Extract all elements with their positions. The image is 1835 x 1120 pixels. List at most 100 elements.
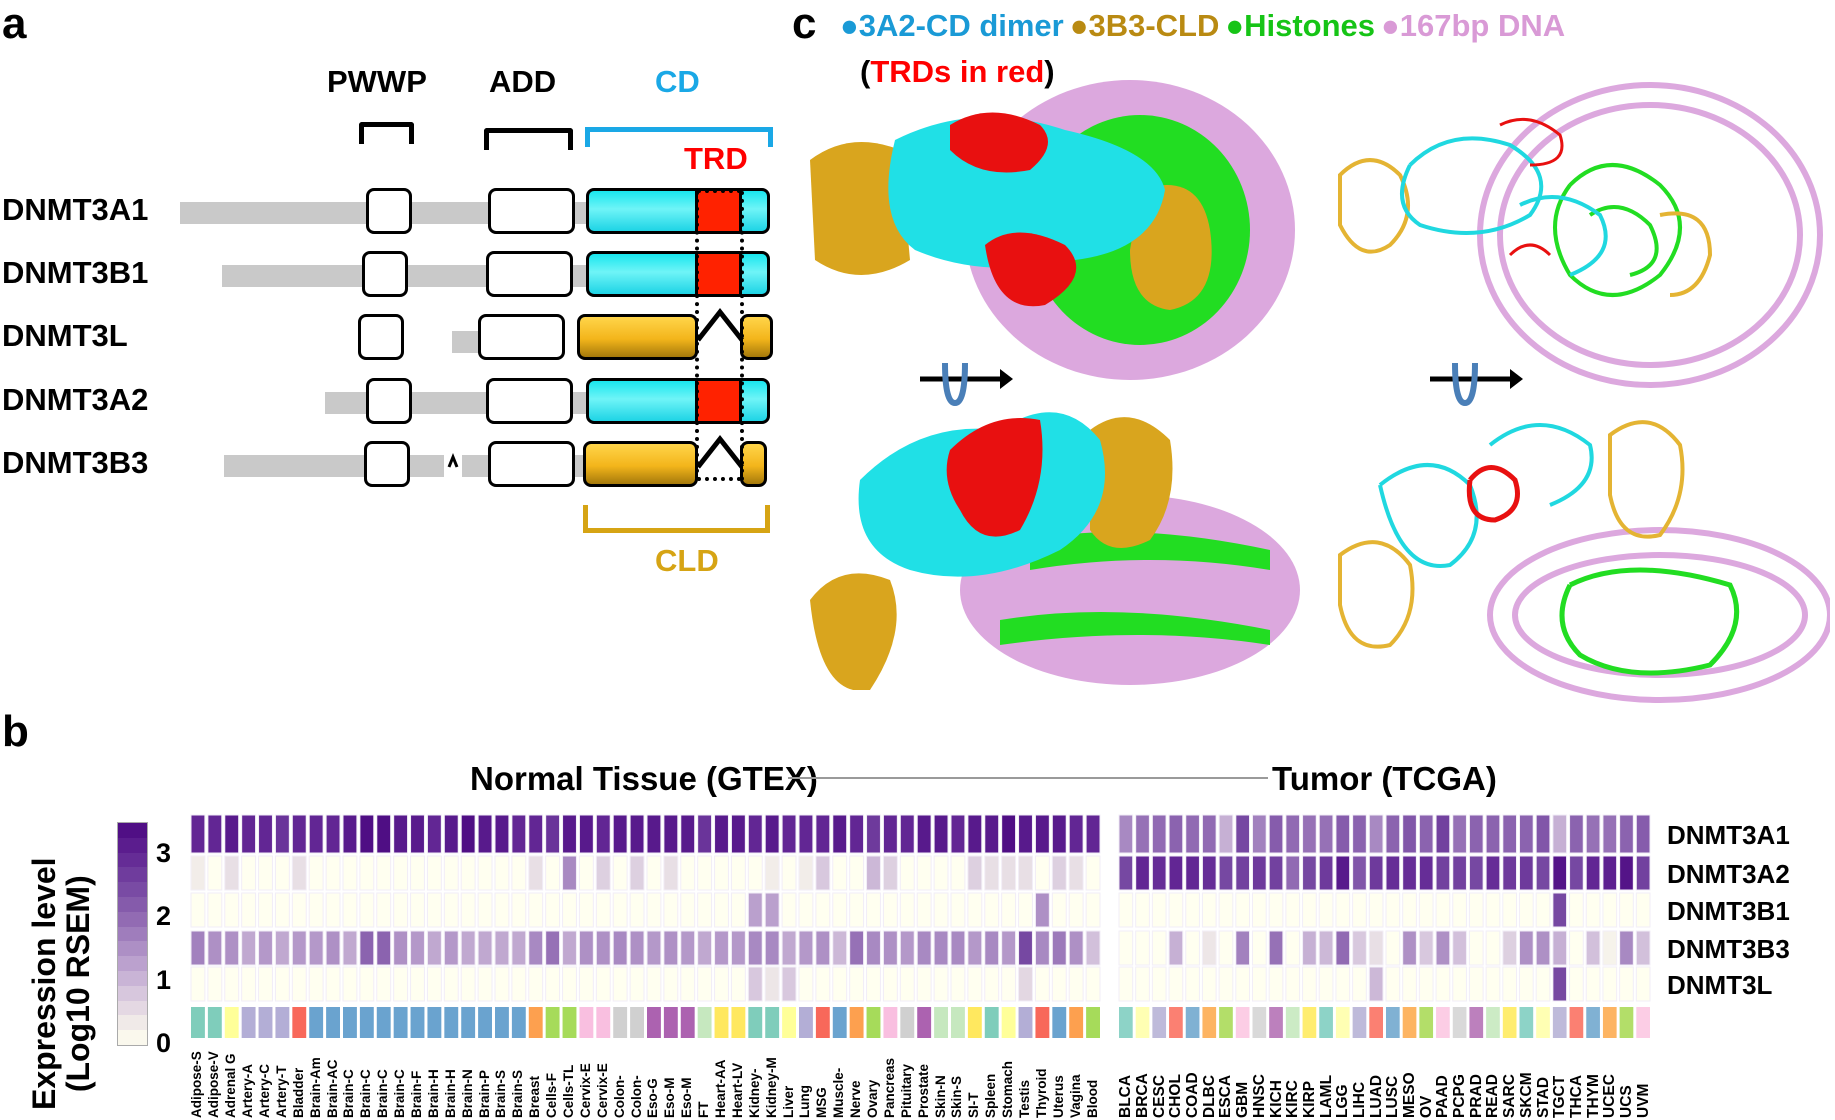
heatmap-cell-gtex — [832, 814, 848, 854]
heatmap-cell-tcga — [1619, 966, 1634, 1002]
cld-surface-left — [810, 573, 897, 690]
heatmap-cell-tcga — [1502, 814, 1517, 854]
heatmap-cell-gtex — [274, 855, 290, 891]
heatmap-cell-gtex — [325, 855, 341, 891]
heatmap-cell-tcga — [1118, 892, 1134, 928]
heatmap-cell-gtex — [663, 930, 679, 966]
heatmap-cell-gtex — [494, 814, 510, 854]
heatmap-cell-gtex — [967, 892, 983, 928]
x-tick-label-gtex: Brain-C — [342, 1069, 356, 1118]
heatmap-cell-gtex — [511, 814, 527, 854]
heatmap-cell-gtex — [967, 930, 983, 966]
heatmap-cell-gtex — [393, 855, 409, 891]
heatmap-cell-tcga — [1318, 814, 1334, 854]
heatmap-cell-gtex — [274, 966, 290, 1002]
pwwp-domain — [358, 314, 404, 360]
heatmap-cell-gtex — [528, 855, 544, 891]
heatmap-cell-gtex — [1051, 814, 1067, 854]
heatmap-cell-gtex — [511, 930, 527, 966]
heatmap-cell-tcga — [1352, 892, 1367, 928]
heatmap-cell-gtex — [663, 892, 679, 928]
heatmap-cell-tcga — [1352, 855, 1367, 891]
heatmap-cell-gtex — [646, 930, 662, 966]
cld-domain-part2 — [740, 441, 767, 487]
x-tick-label-gtex: Ovary — [866, 1079, 880, 1118]
heatmap-cell-gtex — [1085, 930, 1101, 966]
x-tick-label-gtex: SI-T — [967, 1092, 981, 1119]
heatmap-cell-tcga — [1135, 814, 1150, 854]
heatmap-cell-gtex — [663, 814, 679, 854]
heatmap-cell-gtex — [1085, 892, 1101, 928]
x-tick-label-gtex: Adipose-V — [207, 1051, 221, 1118]
x-tick-label-tcga: LGG — [1335, 1084, 1351, 1118]
heatmap-cell-gtex — [291, 814, 307, 854]
heatmap-cell-tcga — [1118, 930, 1134, 966]
protein-label: DNMT3L — [2, 318, 128, 353]
heatmap-cell-tcga — [1452, 930, 1467, 966]
pwwp-bracket — [359, 122, 414, 144]
trd-ribbon — [1466, 465, 1520, 523]
heatmap-cell-tcga — [1218, 966, 1234, 1002]
heatmap-cell-gtex — [562, 930, 577, 966]
x-tick-label-tcga: UVM — [1635, 1083, 1652, 1118]
cd-ribbon — [1378, 423, 1594, 568]
heatmap-cell-tcga — [1435, 892, 1451, 928]
heatmap-cell-tcga — [1168, 855, 1184, 891]
heatmap-cell-gtex — [1001, 966, 1017, 1002]
heatmap-cell-tcga — [1569, 892, 1584, 928]
heatmap-title-gtex: Normal Tissue (GTEX) — [470, 760, 818, 797]
tissue-group-swatch-tcga — [1235, 1007, 1250, 1038]
row-label: DNMT3L — [1667, 970, 1773, 1000]
heatmap-cell-tcga — [1385, 966, 1401, 1002]
heatmap-cell-gtex — [494, 892, 510, 928]
pwwp-domain — [362, 251, 408, 297]
heatmap-cell-tcga — [1135, 966, 1150, 1002]
add-domain — [486, 378, 573, 424]
colorbar-tick-label: 3 — [156, 837, 172, 868]
tissue-group-swatch-tcga — [1335, 1007, 1350, 1038]
trd-surface — [946, 418, 1043, 537]
tissue-group-swatch-tcga — [1269, 1007, 1283, 1038]
heatmap-cell-gtex — [629, 855, 645, 891]
heatmap-cell-gtex — [443, 814, 459, 854]
heatmap-cell-gtex — [393, 966, 409, 1002]
heatmap-cell-gtex — [443, 966, 459, 1002]
heatmap-cell-tcga — [1485, 855, 1501, 891]
x-tick-label-gtex: Brain-P — [477, 1069, 492, 1118]
tissue-group-swatch-gtex — [647, 1007, 661, 1038]
heatmap-cell-gtex — [764, 930, 780, 966]
x-tick-label-gtex: Heart-AA — [714, 1059, 728, 1118]
heatmap-cell-gtex — [258, 855, 273, 891]
legend-label: 167bp DNA — [1399, 8, 1566, 43]
heatmap-cell-tcga — [1218, 930, 1234, 966]
x-tick-label-gtex: Breast — [528, 1075, 542, 1118]
colorbar-segment — [118, 882, 147, 897]
heatmap-cell-gtex — [528, 814, 544, 854]
title-connector-line — [788, 777, 1268, 779]
tissue-group-swatch-gtex — [393, 1007, 408, 1038]
heatmap-cell-tcga — [1285, 814, 1301, 854]
heatmap-cell-tcga — [1552, 966, 1568, 1002]
heatmap-cell-tcga — [1585, 855, 1601, 891]
heatmap-cell-tcga — [1602, 966, 1618, 1002]
heatmap-cell-gtex — [207, 855, 223, 891]
heatmap-cell-gtex — [241, 892, 257, 928]
legend-label: Histones — [1244, 8, 1376, 43]
heatmap-cell-tcga — [1485, 814, 1501, 854]
heatmap-cell-gtex — [1018, 892, 1033, 928]
legend-dot-icon: ● — [1225, 8, 1245, 43]
tissue-group-swatch-gtex — [562, 1007, 577, 1038]
heatmap-cell-gtex — [1085, 855, 1101, 891]
pwwp-domain — [366, 188, 412, 234]
tissue-group-swatch-gtex — [545, 1007, 560, 1038]
heatmap-cell-tcga — [1318, 892, 1334, 928]
colorbar — [117, 822, 148, 1046]
heatmap-cell-gtex — [781, 930, 797, 966]
x-tick-label-tcga: OV — [1418, 1095, 1435, 1118]
heatmap-cell-gtex — [882, 966, 898, 1002]
legend-item: ●Histones — [1225, 8, 1375, 43]
x-tick-label-tcga: ESCA — [1218, 1074, 1234, 1118]
heatmap-cell-gtex — [241, 855, 257, 891]
legend-dot-icon: ● — [1069, 8, 1089, 43]
heatmap-cell-gtex — [984, 966, 1000, 1002]
